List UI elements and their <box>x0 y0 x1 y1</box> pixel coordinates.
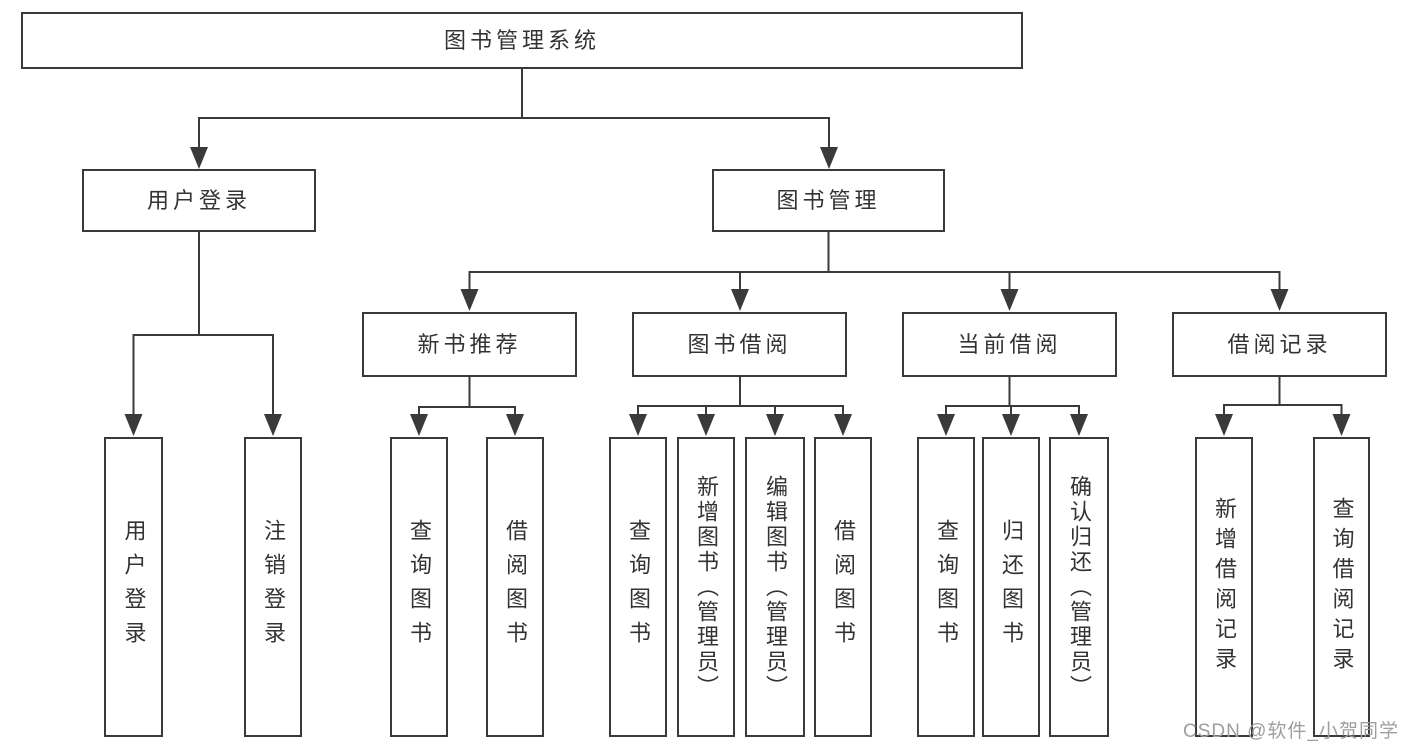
node-root-label: 图书管理系统 <box>443 27 600 53</box>
leaf-add-book-admin-label: 新增图书（管理员） <box>694 474 719 700</box>
leaf-logout: 注销登录 <box>244 437 302 737</box>
leaf-query-borrow-record-label: 查询借阅记录 <box>1329 497 1355 677</box>
leaf-logout-label: 注销登录 <box>261 519 286 655</box>
node-borrow-records-label: 借阅记录 <box>1227 331 1332 357</box>
leaf-query-books-recommend: 查询图书 <box>390 437 448 737</box>
leaf-query-books-recommend-label: 查询图书 <box>407 519 432 655</box>
connector-book-management-to-level3 <box>460 231 1289 311</box>
node-book-borrow: 图书借阅 <box>632 312 847 377</box>
leaf-return-book: 归还图书 <box>982 437 1040 737</box>
leaf-query-books-borrow: 查询图书 <box>609 437 667 737</box>
leaf-confirm-return-admin-label: 确认归还（管理员） <box>1067 474 1092 700</box>
node-user-login-label: 用户登录 <box>146 187 251 213</box>
leaf-user-login-label: 用户登录 <box>121 519 147 655</box>
leaf-edit-book-admin: 编辑图书（管理员） <box>745 437 805 737</box>
node-book-borrow-label: 图书借阅 <box>687 331 792 357</box>
connector-new-book-recommend-children <box>410 376 524 436</box>
node-current-borrow: 当前借阅 <box>902 312 1117 377</box>
leaf-query-books-borrow-label: 查询图书 <box>626 519 651 655</box>
leaf-return-book-label: 归还图书 <box>999 519 1024 655</box>
leaf-borrow-books: 借阅图书 <box>814 437 872 737</box>
node-book-management: 图书管理 <box>712 169 945 232</box>
connector-borrow-records-children <box>1215 376 1351 436</box>
node-current-borrow-label: 当前借阅 <box>957 331 1062 357</box>
node-user-login: 用户登录 <box>82 169 316 232</box>
leaf-query-borrow-record: 查询借阅记录 <box>1313 437 1370 737</box>
node-book-management-label: 图书管理 <box>776 187 881 213</box>
leaf-add-borrow-record: 新增借阅记录 <box>1195 437 1253 737</box>
node-new-book-recommend: 新书推荐 <box>362 312 577 377</box>
connector-current-borrow-children <box>937 376 1088 436</box>
leaf-confirm-return-admin: 确认归还（管理员） <box>1049 437 1109 737</box>
connector-book-borrow-children <box>629 376 852 436</box>
leaf-add-borrow-record-label: 新增借阅记录 <box>1212 497 1237 677</box>
leaf-borrow-books-recommend-label: 借阅图书 <box>503 519 528 655</box>
leaf-edit-book-admin-label: 编辑图书（管理员） <box>763 474 788 700</box>
leaf-query-books-current: 查询图书 <box>917 437 975 737</box>
node-borrow-records: 借阅记录 <box>1172 312 1387 377</box>
leaf-user-login: 用户登录 <box>104 437 163 737</box>
leaf-borrow-books-label: 借阅图书 <box>831 519 856 655</box>
leaf-query-books-current-label: 查询图书 <box>934 519 959 655</box>
leaf-add-book-admin: 新增图书（管理员） <box>677 437 735 737</box>
connector-user-login-children <box>124 232 282 436</box>
node-root: 图书管理系统 <box>21 12 1023 69</box>
node-new-book-recommend-label: 新书推荐 <box>417 331 522 357</box>
connector-root-to-level2 <box>190 69 838 169</box>
leaf-borrow-books-recommend: 借阅图书 <box>486 437 544 737</box>
csdn-watermark: CSDN @软件_小贺同学 <box>1183 721 1399 742</box>
